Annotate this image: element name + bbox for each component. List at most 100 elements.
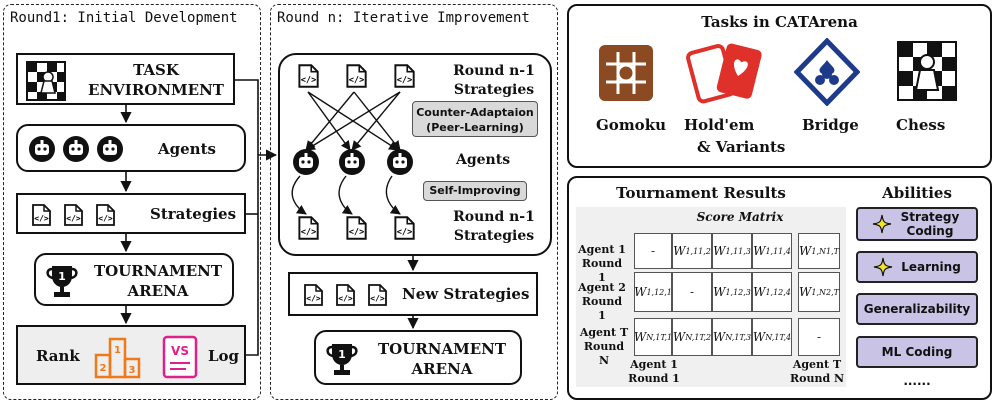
col1-line1: Agent 1: [630, 358, 678, 371]
ability-generalizability: Generalizability: [856, 293, 978, 325]
row2-line2: Round 1: [581, 295, 623, 322]
matrix-cell: -: [798, 318, 840, 356]
trophy-icon: 1: [326, 344, 358, 375]
svg-text:</>: </>: [34, 214, 49, 223]
ability-strategy-coding: Strategy Coding: [856, 207, 978, 241]
abilities-ellipsis: ......: [903, 374, 931, 388]
counter-tag-line2: (Peer-Learning): [426, 121, 524, 134]
vs-text: VS: [171, 344, 189, 358]
task-env-line1: TASK: [133, 61, 179, 79]
counter-tag-line1: Counter-Adaptaion: [416, 106, 534, 119]
top-strategies-line2: Strategies: [453, 82, 535, 98]
row-label-agent2: Agent 2 Round 1: [578, 281, 626, 323]
vs-log-icon: VS: [162, 335, 198, 379]
tournament-arena-box: 1 TOURNAMENT ARENA: [34, 253, 234, 306]
rank-label: Rank: [36, 347, 80, 365]
code-file-icon: </>: [298, 216, 319, 240]
chessboard-icon: [26, 61, 66, 101]
middle-tournament-box: 1 TOURNAMENT ARENA: [314, 330, 522, 385]
svg-text:</>: </>: [349, 227, 365, 237]
middle-agents-label: Agents: [456, 152, 511, 168]
ability-learning-label: Learning: [901, 260, 961, 274]
svg-text:</>: </>: [66, 214, 81, 223]
task-chess: Chess: [896, 116, 946, 134]
self-improving-tag: Self-Improving: [423, 181, 527, 201]
rank-log-box: Rank 2 1 3 VS Log: [16, 325, 246, 385]
results-panel: [567, 176, 992, 400]
matrix-cell: -: [672, 272, 712, 312]
abilities-title: Abilities: [882, 184, 952, 202]
robot-icon: [29, 136, 55, 162]
ability-learning: Learning: [856, 251, 978, 283]
tournament-results-title: Tournament Results: [616, 184, 786, 202]
code-file-icon: </>: [394, 64, 415, 88]
round1-panel: [3, 4, 261, 400]
sparkle-icon: [874, 257, 893, 277]
robot-icon: [63, 136, 89, 162]
svg-text:</>: </>: [301, 75, 317, 85]
top-strategies-label: Round n-1 Strategies: [442, 62, 546, 100]
top-strategies-line1: Round n-1: [453, 63, 535, 79]
podium-icon: 2 1 3: [94, 337, 141, 379]
strategies-box: </> </> </> Strategies: [16, 193, 246, 234]
code-file-icon: </>: [96, 204, 115, 226]
colT-line2: Round N: [789, 372, 845, 385]
svg-text:</>: </>: [397, 75, 413, 85]
row2-line1: Agent 2: [578, 281, 626, 294]
new-code-icons: </> </> </>: [300, 282, 390, 308]
row1-line1: Agent 1: [578, 243, 626, 256]
svg-text:</>: </>: [98, 214, 113, 223]
task-env-line2: ENVIRONMENT: [88, 81, 224, 99]
row1-line2: Round 1: [581, 257, 623, 284]
code-file-icon: </>: [346, 216, 367, 240]
round-n-panel: [270, 4, 558, 400]
col-label-agentT: Agent T Round N: [788, 358, 846, 386]
robot-icon: [293, 149, 319, 175]
podium-number-3: 3: [129, 365, 136, 376]
ability-ml-coding: ML Coding: [856, 336, 978, 368]
colT-line1: Agent T: [792, 358, 842, 371]
rowT-line2: Round N: [583, 340, 625, 367]
top-code-icons: </> </> </>: [294, 62, 418, 90]
svg-text:</>: </>: [397, 227, 413, 237]
ability-strategy-coding-label: Strategy Coding: [900, 210, 960, 238]
matrix-cell: -: [634, 233, 672, 269]
code-file-icon: </>: [304, 284, 323, 306]
new-strategies-label: New Strategies: [402, 285, 530, 303]
podium-number-2: 2: [100, 363, 107, 374]
code-file-icon: </>: [64, 204, 83, 226]
score-matrix-title: Score Matrix: [696, 210, 784, 224]
bottom-strategies-line1: Round n-1: [453, 209, 535, 225]
podium-number-1: 1: [114, 345, 121, 356]
svg-text:1: 1: [58, 270, 66, 283]
svg-text:</>: </>: [306, 294, 321, 303]
svg-text:</>: </>: [301, 227, 317, 237]
task-gomoku: Gomoku: [596, 116, 666, 134]
tournament-line1: TOURNAMENT: [93, 262, 223, 280]
robot-icon: [387, 149, 413, 175]
bottom-strategies-line2: Strategies: [453, 228, 535, 244]
code-file-icon: </>: [394, 216, 415, 240]
middle-tournament-line2: ARENA: [411, 360, 473, 378]
agent-icons: [28, 135, 124, 163]
agents-label: Agents: [158, 140, 216, 158]
round1-title: Round1: Initial Development: [10, 10, 238, 26]
middle-tournament-line1: TOURNAMENT: [377, 340, 507, 358]
code-file-icons: </> </> </>: [28, 202, 118, 228]
task-variants: & Variants: [697, 138, 786, 156]
agents-box: Agents: [16, 124, 246, 172]
svg-text:1: 1: [338, 348, 346, 361]
code-file-icon: </>: [298, 64, 319, 88]
tournament-line2: ARENA: [127, 282, 189, 300]
task-holdem: Hold'em: [684, 116, 755, 134]
